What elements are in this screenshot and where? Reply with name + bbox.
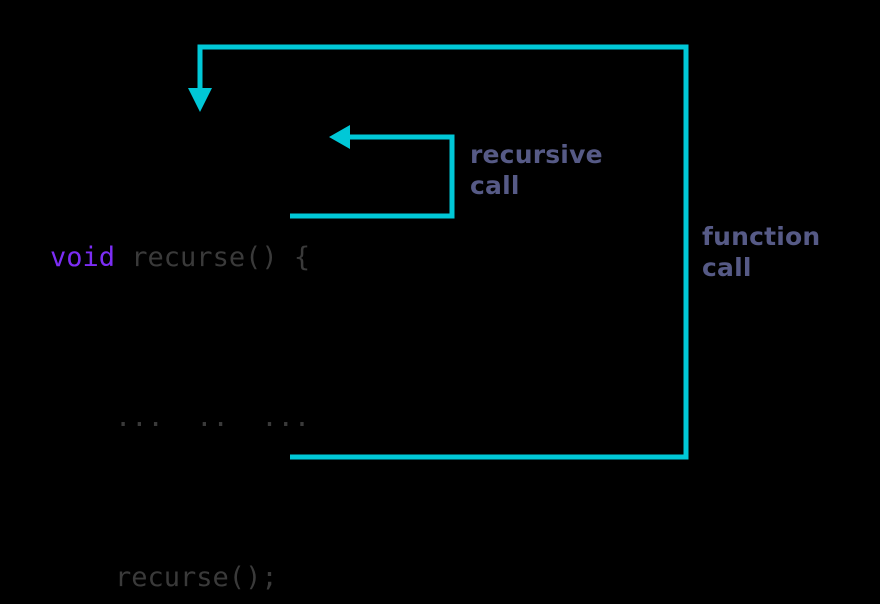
recursive-call-arrow-path: [290, 134, 455, 219]
function-call-label-line1: function: [702, 222, 821, 251]
function-call-label-line2: call: [702, 253, 752, 282]
recursive-call-arrow: [290, 125, 455, 219]
code-block: void recurse() { ... .. ... recurse(); .…: [50, 118, 310, 604]
code-line-dots-1: ... .. ...: [50, 402, 311, 433]
code-text-recurse-signature: recurse() {: [115, 242, 311, 273]
function-call-arrowhead: [188, 88, 212, 112]
recursive-call-label: recursive call: [470, 139, 640, 201]
function-call-label: function call: [702, 221, 867, 283]
recursive-call-label-line2: call: [470, 171, 520, 200]
recursive-call-label-line1: recursive: [470, 140, 603, 169]
code-line-void-recurse: void recurse() {: [50, 238, 310, 278]
recursive-call-arrowhead: [329, 125, 350, 149]
code-line-recurse-call: recurse();: [50, 562, 278, 593]
keyword-void: void: [50, 242, 116, 273]
